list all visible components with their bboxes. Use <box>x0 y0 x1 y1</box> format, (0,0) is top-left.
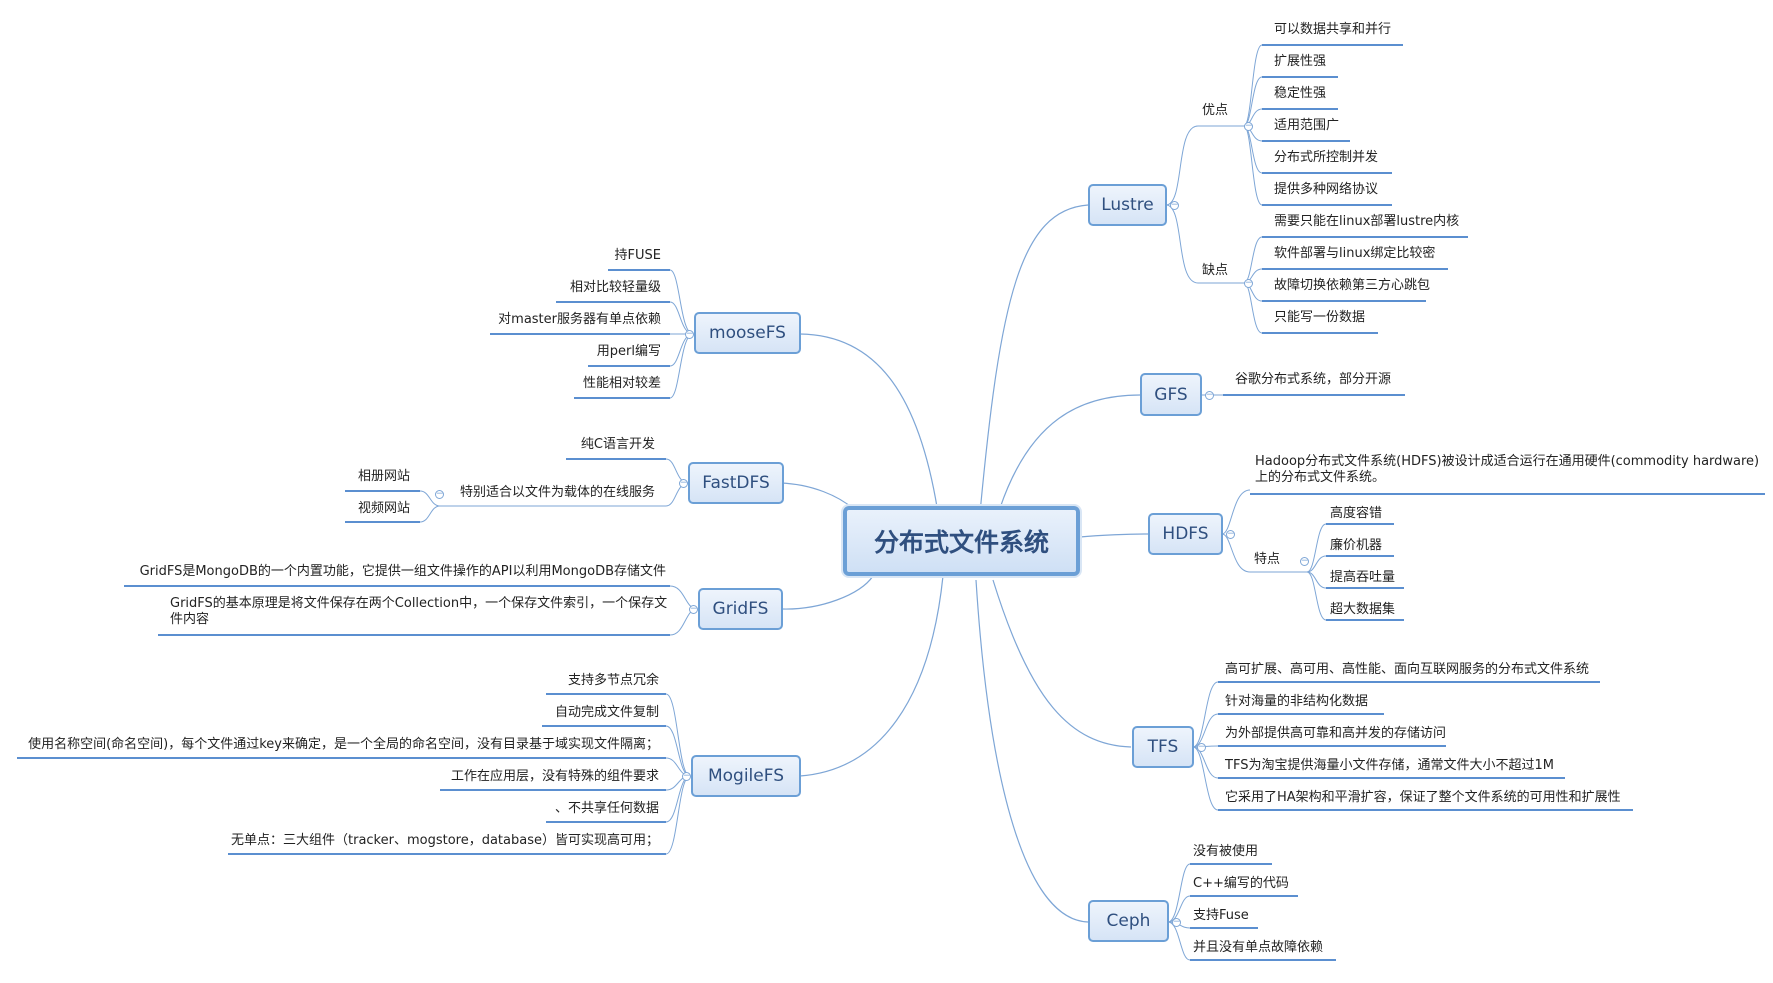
lustre-con-item[interactable]: 软件部署与linux绑定比较密 <box>1274 246 1436 261</box>
moosefs-item[interactable]: 对master服务器有单点依赖 <box>498 312 661 327</box>
moosefs-item[interactable]: 性能相对较差 <box>582 376 661 391</box>
hdfs-description[interactable]: Hadoop分布式文件系统(HDFS)被设计成适合运行在通用硬件(commodi… <box>1255 454 1760 485</box>
collapse-toggle-icon[interactable]: − <box>1300 556 1309 566</box>
collapse-toggle-icon[interactable]: − <box>1226 529 1235 539</box>
label-features[interactable]: 特点 <box>1254 552 1281 567</box>
ceph-item[interactable]: 没有被使用 <box>1193 844 1259 859</box>
hdfs-feature-item[interactable]: 提高吞吐量 <box>1330 570 1396 585</box>
mogilefs-item[interactable]: 工作在应用层，没有特殊的组件要求 <box>450 769 659 784</box>
lustre-pro-item[interactable]: 稳定性强 <box>1274 86 1327 101</box>
gridfs-item[interactable]: GridFS是MongoDB的一个内置功能，它提供一组文件操作的API以利用Mo… <box>139 564 666 579</box>
tfs-item[interactable]: 针对海量的非结构化数据 <box>1225 694 1369 709</box>
mogilefs-item[interactable]: 自动完成文件复制 <box>554 705 659 720</box>
lustre-pro-item[interactable]: 可以数据共享和并行 <box>1274 22 1392 37</box>
collapse-toggle-icon[interactable]: − <box>1244 278 1253 288</box>
label-cons[interactable]: 缺点 <box>1202 263 1229 278</box>
tfs-item[interactable]: 高可扩展、高可用、高性能、面向互联网服务的分布式文件系统 <box>1225 662 1590 677</box>
fastdfs-sub-item[interactable]: 相册网站 <box>358 469 411 484</box>
gfs-item[interactable]: 谷歌分布式系统，部分开源 <box>1235 372 1392 387</box>
tfs-item[interactable]: 为外部提供高可靠和高并发的存储访问 <box>1225 726 1447 741</box>
mogilefs-item[interactable]: 无单点：三大组件（tracker、mogstore，database）皆可实现高… <box>231 833 659 848</box>
hdfs-feature-item[interactable]: 超大数据集 <box>1330 602 1396 617</box>
node-fastdfs[interactable]: FastDFS <box>688 462 784 504</box>
central-topic[interactable]: 分布式文件系统 <box>843 506 1080 576</box>
node-lustre[interactable]: Lustre <box>1088 184 1167 226</box>
mogilefs-item[interactable]: 、不共享任何数据 <box>554 801 659 816</box>
collapse-toggle-icon[interactable]: − <box>1197 742 1206 752</box>
node-gridfs[interactable]: GridFS <box>698 588 783 630</box>
collapse-toggle-icon[interactable]: − <box>1170 200 1179 210</box>
label-pros[interactable]: 优点 <box>1202 103 1229 118</box>
fastdfs-item[interactable]: 纯C语言开发 <box>580 437 655 452</box>
collapse-toggle-icon[interactable]: − <box>685 329 694 339</box>
node-hdfs[interactable]: HDFS <box>1148 513 1223 555</box>
mogilefs-item[interactable]: 使用名称空间(命名空间)，每个文件通过key来确定，是一个全局的命名空间，没有目… <box>28 737 659 752</box>
lustre-pro-item[interactable]: 适用范围广 <box>1274 118 1340 133</box>
lustre-con-item[interactable]: 只能写一份数据 <box>1274 310 1366 325</box>
lustre-con-item[interactable]: 需要只能在linux部署lustre内核 <box>1274 214 1460 229</box>
mogilefs-item[interactable]: 支持多节点冗余 <box>567 673 659 688</box>
moosefs-item[interactable]: 持FUSE <box>614 248 661 263</box>
lustre-pro-item[interactable]: 扩展性强 <box>1274 54 1327 69</box>
lustre-pro-item[interactable]: 提供多种网络协议 <box>1274 182 1379 197</box>
gridfs-item[interactable]: GridFS的基本原理是将文件保存在两个Collection中，一个保存文件索引… <box>170 596 668 627</box>
lustre-pro-item[interactable]: 分布式所控制并发 <box>1274 150 1379 165</box>
collapse-toggle-icon[interactable]: − <box>689 604 698 614</box>
moosefs-item[interactable]: 相对比较轻量级 <box>569 280 661 295</box>
ceph-item[interactable]: 并且没有单点故障依赖 <box>1193 940 1324 955</box>
lustre-con-item[interactable]: 故障切换依赖第三方心跳包 <box>1274 278 1431 293</box>
moosefs-item[interactable]: 用perl编写 <box>596 344 661 359</box>
ceph-item[interactable]: 支持Fuse <box>1193 908 1249 923</box>
hdfs-feature-item[interactable]: 廉价机器 <box>1330 538 1383 553</box>
collapse-toggle-icon[interactable]: − <box>1244 121 1253 131</box>
fastdfs-item[interactable]: 特别适合以文件为载体的在线服务 <box>459 485 655 500</box>
collapse-toggle-icon[interactable]: − <box>679 478 688 488</box>
node-ceph[interactable]: Ceph <box>1088 900 1169 942</box>
fastdfs-sub-item[interactable]: 视频网站 <box>358 501 411 516</box>
collapse-toggle-icon[interactable]: − <box>435 489 444 499</box>
tfs-item[interactable]: TFS为淘宝提供海量小文件存储，通常文件大小不超过1M <box>1225 758 1554 773</box>
node-gfs[interactable]: GFS <box>1140 373 1202 416</box>
hdfs-feature-item[interactable]: 高度容错 <box>1330 506 1383 521</box>
node-moosefs[interactable]: mooseFS <box>694 312 801 354</box>
collapse-toggle-icon[interactable]: − <box>1172 917 1181 927</box>
collapse-toggle-icon[interactable]: − <box>1205 390 1214 400</box>
tfs-item[interactable]: 它采用了HA架构和平滑扩容，保证了整个文件系统的可用性和扩展性 <box>1225 790 1621 805</box>
node-tfs[interactable]: TFS <box>1132 726 1194 768</box>
node-mogilefs[interactable]: MogileFS <box>691 755 801 797</box>
ceph-item[interactable]: C++编写的代码 <box>1193 876 1289 891</box>
collapse-toggle-icon[interactable]: − <box>682 771 691 781</box>
